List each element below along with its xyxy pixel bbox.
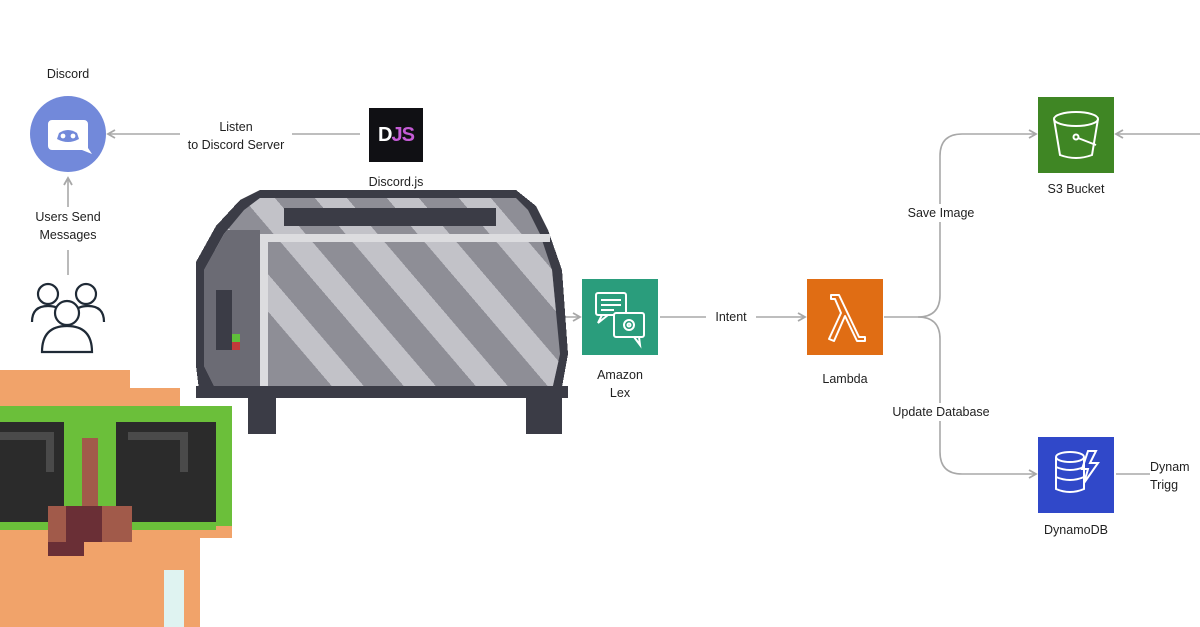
discordjs-logo-d: D [378, 123, 392, 146]
dynamodb-label: DynamoDB [1044, 523, 1108, 537]
edge-label-update-db: Update Database [884, 403, 998, 421]
character-pixel-art [0, 370, 232, 627]
lambda-label: Lambda [822, 372, 868, 386]
toaster-pixel-art [196, 190, 568, 434]
edge-label-save-image: Save Image [898, 204, 984, 222]
amazon-lex-icon [582, 279, 658, 355]
arrow-update-db [917, 316, 1038, 479]
discord-label: Discord [46, 67, 90, 81]
discord-icon [30, 96, 106, 172]
s3-label: S3 Bucket [1047, 182, 1105, 196]
users-icon [30, 282, 106, 354]
lambda-icon [807, 279, 883, 355]
discordjs-logo-js: JS [391, 123, 414, 146]
dynamodb-icon [1038, 437, 1114, 513]
discordjs-logo: D JS [369, 108, 423, 162]
edge-label-users-send: Users Send Messages [35, 210, 101, 242]
edge-label-dynamo-trigger: Dynam Trigg [1150, 460, 1190, 492]
edge-label-listen: Listen to Discord Server [187, 120, 285, 152]
discordjs-label: Discord.js [368, 175, 424, 189]
edge-label-intent: Intent [715, 310, 747, 324]
s3-bucket-icon [1038, 97, 1114, 173]
lex-label: Amazon Lex [597, 368, 643, 400]
arrow-save-image [884, 129, 1038, 318]
